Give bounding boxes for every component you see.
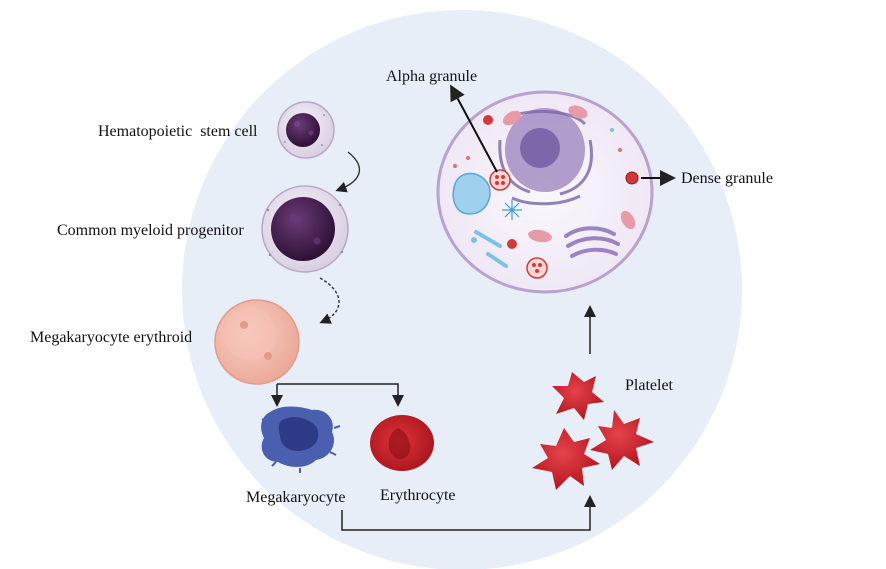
label-platelet: Platelet: [625, 377, 674, 394]
platelet-3: [532, 428, 600, 490]
platelet-structure-cell: [436, 90, 654, 294]
centrosome-icon: [502, 200, 522, 220]
label-alpha-granule: Alpha granule: [386, 68, 477, 85]
background-circle: [182, 10, 742, 569]
label-hematopoietic-stem-cell: Hematopoietic stem cell: [98, 123, 258, 140]
erythrocyte-cell: [370, 415, 434, 471]
label-dense-granule: Dense granule: [681, 170, 773, 187]
arrow-megakaryocyte-to-platelet: [341, 495, 596, 531]
alpha-granule-icon: [489, 169, 511, 191]
hematopoietic-stem-cell: [277, 101, 335, 159]
branch-arrows: [271, 383, 404, 407]
arrow-alpha-granule: [450, 84, 498, 173]
platelet-2: [590, 410, 654, 470]
label-common-myeloid-progenitor: Common myeloid progenitor: [57, 222, 244, 239]
megakaryocyte-erythroid-cell: [214, 299, 300, 385]
dense-granule-icon: [625, 171, 639, 185]
arrow-stem-to-progenitor: [335, 151, 361, 193]
label-megakaryocyte-erythroid: Megakaryocyte erythroid: [30, 329, 192, 346]
label-erythrocyte: Erythrocyte: [380, 487, 456, 504]
label-megakaryocyte: Megakaryocyte: [246, 489, 346, 506]
platelet-1: [552, 372, 604, 420]
megakaryocyte-cell: [261, 406, 341, 473]
common-myeloid-progenitor-cell: [261, 185, 349, 273]
arrow-progenitor-to-erythroid: [319, 277, 340, 324]
